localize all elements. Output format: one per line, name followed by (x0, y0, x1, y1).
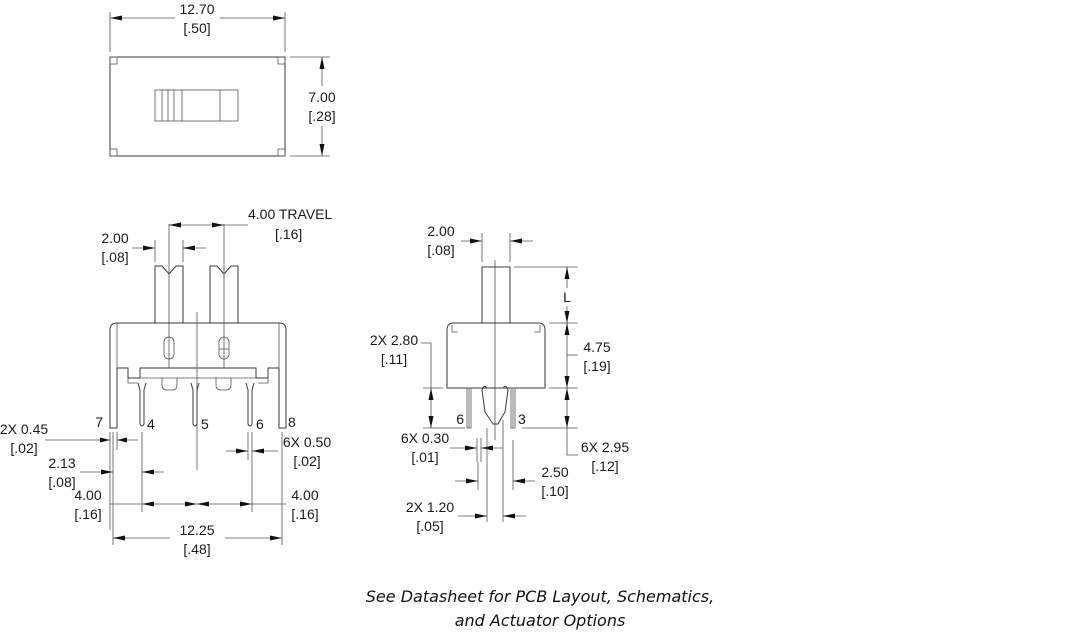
top-view: 12.70 [.50] 7.00 [.28] (109, 1, 336, 157)
mount-width-label: 2X 1.20 (406, 499, 454, 515)
terminal-pin-6 (245, 382, 255, 427)
top-height-in: [.28] (308, 108, 335, 124)
footnote-line-2: and Actuator Options (455, 611, 626, 630)
mount-pin-width-label: 2X 0.45 (0, 421, 48, 437)
mount-to-pin-mm: 2.13 (48, 455, 75, 471)
actuator-length-label: L (563, 289, 571, 305)
travel-label: 4.00 TRAVEL (248, 206, 333, 222)
pitch-right-mm: 4.00 (291, 487, 318, 503)
pin-thickness-in: [.01] (411, 449, 438, 465)
mount-height-label: 2X 2.80 (370, 332, 418, 348)
mount-pin-8 (278, 368, 287, 429)
pin-label-7: 7 (95, 414, 103, 430)
top-width-in: [.50] (183, 20, 210, 36)
side-view: 6 3 2.00 [.08] L 4.75 [.19] 6X 2.95 [.12… (370, 223, 629, 534)
row-spacing-mm: 2.50 (541, 464, 568, 480)
side-actuator (481, 266, 511, 324)
mount-height-in: [.11] (381, 351, 407, 367)
side-actuator-width-in: [.08] (427, 242, 454, 258)
pitch-right-in: [.16] (291, 506, 318, 522)
terminal-pin-4 (137, 382, 147, 427)
mount-leg (481, 385, 509, 425)
front-body (109, 322, 287, 368)
pin-width-in: [.02] (293, 453, 320, 469)
front-actuator-width-in: [.08] (101, 249, 128, 265)
pin-label-5: 5 (201, 416, 209, 432)
corner-tab (277, 148, 286, 157)
mount-span-in: [.48] (183, 541, 210, 557)
mount-pin-width-in: [.02] (10, 440, 37, 456)
side-pin-label-6: 6 (456, 411, 464, 427)
mount-span-mm: 12.25 (179, 522, 214, 538)
pin-label-4: 4 (147, 416, 155, 432)
slot (163, 336, 175, 360)
pin-length-in: [.12] (591, 458, 618, 474)
mount-width-in: [.05] (416, 518, 443, 534)
front-actuator-width-mm: 2.00 (101, 230, 128, 246)
pin-thickness-label: 6X 0.30 (401, 430, 449, 446)
corner-tab (109, 56, 118, 65)
terminal-pin-5 (190, 382, 200, 427)
mount-pin-7 (109, 368, 118, 429)
body-height-mm: 4.75 (583, 339, 610, 355)
travel-in: [.16] (275, 226, 302, 242)
pin-label-6: 6 (256, 416, 264, 432)
row-spacing-in: [.10] (541, 483, 568, 499)
corner-tab (109, 148, 118, 157)
top-view-body (109, 56, 286, 157)
side-pin-label-3: 3 (518, 411, 526, 427)
pin-length-label: 6X 2.95 (581, 439, 629, 455)
slider-actuator (154, 89, 239, 122)
slot (218, 336, 230, 360)
top-width-mm: 12.70 (179, 1, 214, 17)
pitch-left-in: [.16] (74, 506, 101, 522)
side-actuator-width-mm: 2.00 (427, 223, 454, 239)
body-height-in: [.19] (583, 358, 610, 374)
side-body (446, 322, 546, 389)
corner-tab (277, 56, 286, 65)
top-height-mm: 7.00 (308, 89, 335, 105)
front-view: 7 4 5 6 8 2.00 [.08] 4.00 TRAVEL [.16] 2… (0, 206, 333, 557)
footnote-line-1: See Datasheet for PCB Layout, Schematics… (366, 587, 714, 606)
mount-to-pin-in: [.08] (48, 474, 75, 490)
pin-label-8: 8 (288, 414, 296, 430)
pitch-left-mm: 4.00 (74, 487, 101, 503)
pin-width-label: 6X 0.50 (283, 434, 331, 450)
